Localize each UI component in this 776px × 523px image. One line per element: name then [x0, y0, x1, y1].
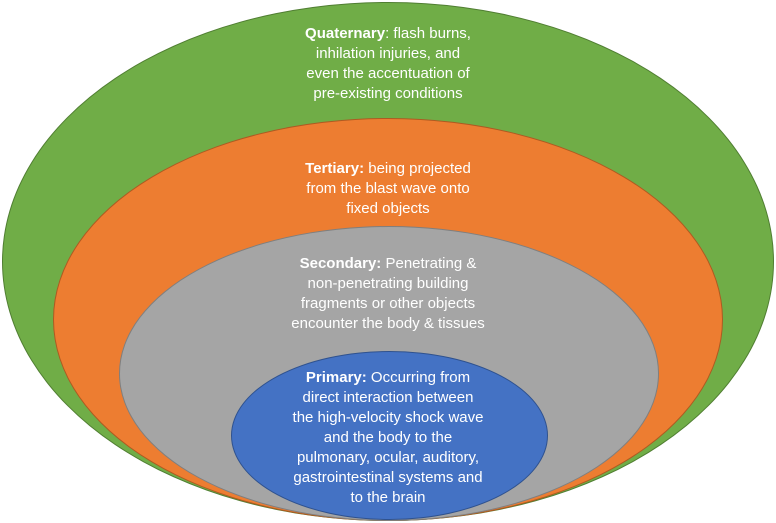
primary-line-1-text: Occurring from [366, 369, 471, 386]
quaternary-line-2: inhilation injuries, and [315, 45, 461, 62]
tertiary-heading: Tertiary: [305, 160, 365, 177]
quaternary-line-4: pre-existing conditions [313, 85, 463, 102]
primary-label: Primary: Occurring from direct interacti… [238, 368, 538, 508]
secondary-line-2: non-penetrating building [307, 275, 469, 292]
secondary-line-1-text: Penetrating & [381, 255, 477, 272]
quaternary-heading: Quaternary [305, 25, 386, 42]
tertiary-line-3: fixed objects [346, 200, 430, 217]
tertiary-label: Tertiary: being projected from the blast… [238, 159, 538, 219]
quaternary-label: Quaternary: flash burns, inhilation inju… [238, 24, 538, 104]
primary-line-2: direct interaction between [302, 389, 474, 406]
primary-line-5: pulmonary, ocular, auditory, [296, 449, 480, 466]
tertiary-line-1: Tertiary: being projected [238, 159, 538, 179]
quaternary-line-3: even the accentuation of [306, 65, 470, 82]
primary-ellipse [231, 351, 548, 520]
secondary-heading: Secondary: [299, 255, 382, 272]
secondary-label: Secondary: Penetrating & non-penetrating… [238, 254, 538, 334]
secondary-line-4: encounter the body & tissues [291, 315, 485, 332]
primary-line-6: gastrointestinal systems and [293, 469, 483, 486]
tertiary-line-1-text: being projected [364, 160, 471, 177]
primary-line-3: the high-velocity shock wave [292, 409, 484, 426]
secondary-line-1: Secondary: Penetrating & [238, 254, 538, 274]
primary-heading: Primary: [305, 369, 367, 386]
quaternary-line-1: Quaternary: flash burns, [238, 24, 538, 44]
quaternary-line-1-text: : flash burns, [385, 25, 471, 42]
primary-line-7: to the brain [350, 489, 426, 506]
tertiary-line-2: from the blast wave onto [306, 180, 470, 197]
primary-line-1: Primary: Occurring from [238, 368, 538, 388]
secondary-line-3: fragments or other objects [300, 295, 476, 312]
primary-line-4: and the body to the [323, 429, 453, 446]
